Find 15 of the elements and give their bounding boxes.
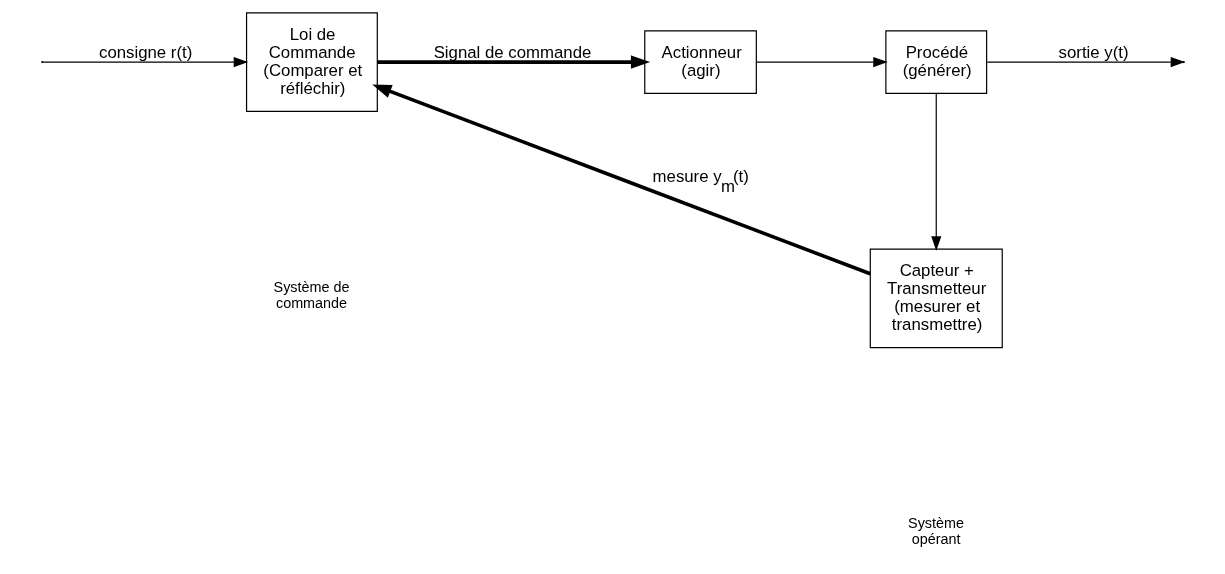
edge-label: sortie y(t) (1058, 42, 1129, 62)
edge-label: Signal de commande (433, 42, 591, 62)
label: Système opérant (907, 515, 964, 547)
arrow (986, 57, 1185, 68)
arrow (755, 57, 888, 68)
arrow (376, 55, 650, 69)
label: Système de commande (273, 278, 349, 311)
arrow (371, 84, 871, 276)
node-box: Loi de Commande (Comparer et réfléchir) (245, 12, 378, 112)
arrow (930, 93, 941, 251)
arrow (41, 57, 248, 68)
edge-label: consigne r(t) (98, 42, 192, 62)
node-box: Procédé (générer) (884, 30, 987, 94)
node-box: Actionneur (agir) (643, 30, 757, 94)
node-box: Capteur + Transmetteur (mesurer et transmettre) (869, 248, 1003, 349)
